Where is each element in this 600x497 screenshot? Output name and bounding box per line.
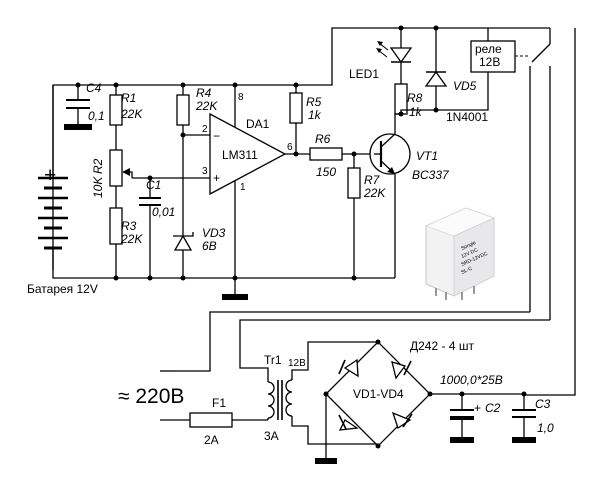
r6-value: 150	[316, 165, 336, 179]
c2-value: 1000,0*25В	[440, 373, 503, 387]
battery-label: Батарея 12V	[27, 282, 98, 296]
c3-label: C3	[535, 397, 551, 411]
capacitor-c1: C1 0,01	[132, 175, 210, 278]
r7-label: R7	[364, 173, 381, 187]
r2-label: R2	[91, 158, 105, 174]
diode-vd5: VD5 1N4001	[424, 28, 488, 124]
capacitor-c4: C4 0,1	[64, 81, 105, 130]
tr1-secondary: 12В	[288, 358, 306, 369]
c4-value: 0,1	[88, 109, 105, 123]
pin-8: 8	[238, 92, 244, 103]
diode-bridge: VD1-VD4 Д242 - 4 шт	[315, 339, 474, 464]
battery: + Батарея 12V	[27, 85, 98, 296]
ic-part-number: LM311	[222, 148, 258, 162]
f1-label: F1	[212, 396, 226, 410]
r7-value: 22K	[363, 186, 386, 200]
relay-label: реле	[475, 42, 502, 56]
divider-r1-r2-r3: R1 22K R2 10K R3 22K	[91, 85, 143, 278]
r1-value: 22K	[120, 107, 143, 121]
ground-symbol	[450, 437, 474, 443]
relay-photo-brand: Songle	[460, 240, 477, 252]
comparator-lm311: − + LM311 DA1 8 2 3 6 1	[202, 85, 310, 278]
relay-photo: Songle 12V DC SRD-12VDC SL-C	[424, 207, 496, 300]
c3-value: 1,0	[537, 421, 554, 435]
led1-label: LED1	[349, 67, 379, 81]
r1-label: R1	[121, 91, 136, 105]
pin-6: 6	[287, 142, 293, 153]
c1-value: 0,01	[152, 205, 175, 219]
noninverting-sign: +	[213, 171, 220, 185]
vd3-value: 6B	[202, 239, 217, 253]
tr1-rating: 3A	[264, 429, 279, 443]
resistor-r7: R7 22K	[347, 154, 386, 200]
resistor-r4: R4 22K	[176, 85, 218, 229]
r4-label: R4	[196, 86, 212, 100]
r5-label: R5	[306, 95, 322, 109]
pin-2: 2	[202, 124, 208, 135]
relay: реле 12В	[470, 28, 576, 380]
r8-label: R8	[407, 91, 423, 105]
tr1-label: Tr1	[264, 353, 282, 367]
battery-plus: +	[44, 164, 56, 187]
r4-value: 22K	[195, 99, 218, 113]
relay-photo-type: SL-C	[460, 266, 473, 276]
ground-symbol	[512, 437, 536, 443]
ground-symbol	[64, 124, 92, 130]
vd5-part: 1N4001	[446, 110, 488, 124]
vt1-part: BC337	[412, 168, 450, 182]
resistor-r6: R6 150	[309, 132, 374, 179]
transformer-tr1: Tr1 12В 3A	[264, 341, 378, 445]
led1: LED1	[349, 28, 413, 84]
f1-value: 2A	[204, 433, 219, 447]
c2-plus: +	[474, 401, 481, 415]
vd5-label: VD5	[453, 79, 477, 93]
ground-symbol	[315, 458, 337, 464]
r3-value: 22K	[120, 232, 143, 246]
mains-input: ≈ 220В F1 2A	[118, 370, 268, 447]
pin-1: 1	[240, 182, 246, 193]
bridge-label: VD1-VD4	[353, 387, 404, 401]
inverting-sign: −	[213, 129, 220, 143]
ground-symbol	[222, 294, 248, 300]
transistor-vt1: VT1 BC337	[369, 114, 450, 182]
resistor-r5: R5 1k	[289, 85, 322, 157]
mains-label: ≈ 220В	[118, 385, 184, 408]
zener-vd3: VD3 6B	[173, 226, 226, 278]
vd3-label: VD3	[202, 226, 226, 240]
relay-voltage: 12В	[479, 55, 500, 69]
pin-3: 3	[202, 166, 208, 177]
vt1-label: VT1	[416, 149, 438, 163]
c1-label: C1	[146, 178, 161, 192]
output-capacitors: + C2 1000,0*25В C3 1,0	[430, 373, 554, 443]
c4-label: C4	[86, 81, 102, 95]
r2-value: 10K	[91, 176, 105, 198]
bridge-type: Д242 - 4 шт	[410, 339, 474, 353]
da1-label: DA1	[246, 117, 270, 131]
c2-label: C2	[485, 401, 501, 415]
r5-value: 1k	[308, 108, 322, 122]
resistor-r8: R8 1k	[394, 83, 423, 119]
r8-value: 1k	[409, 105, 423, 119]
r3-label: R3	[121, 219, 137, 233]
r6-label: R6	[315, 132, 331, 146]
